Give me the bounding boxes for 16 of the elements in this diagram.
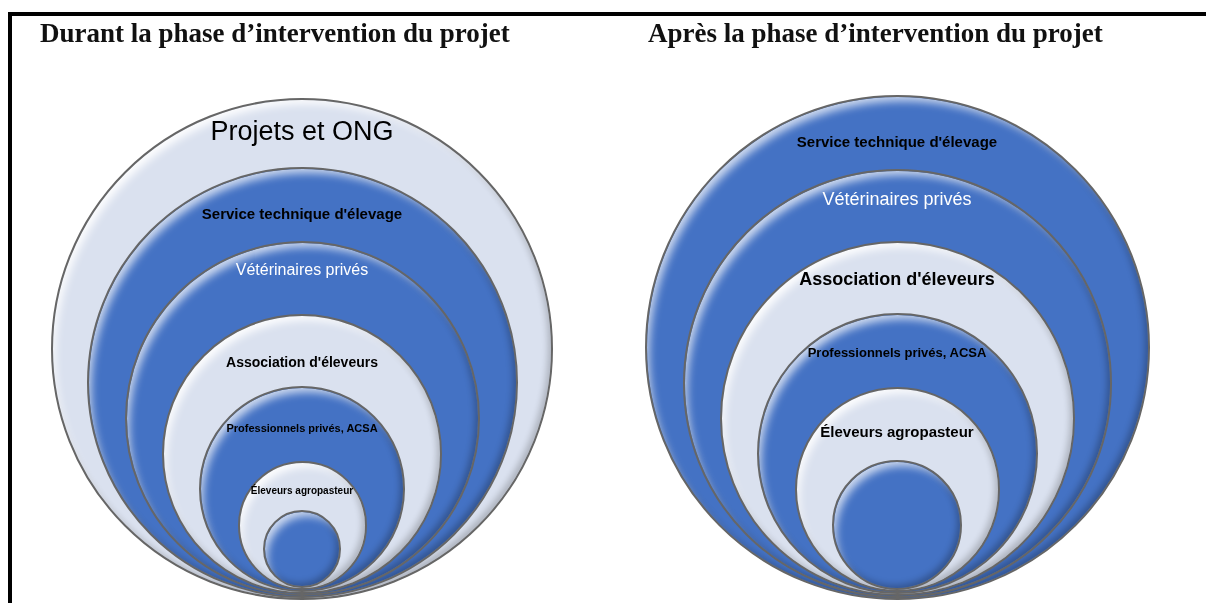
nested-circle: [832, 460, 962, 590]
panel-heading: Durant la phase d’intervention du projet: [40, 18, 510, 49]
circle-label: Vétérinaires privés: [821, 189, 973, 210]
circle-label: Projets et ONG: [209, 116, 395, 147]
circle-label: Éleveurs agropasteur: [819, 423, 975, 440]
circle-label: Professionnels privés, ACSA: [225, 422, 379, 434]
panel-heading: Après la phase d’intervention du projet: [648, 18, 1103, 49]
circle-label: Éleveurs agropasteur: [249, 485, 355, 496]
circle-label: Association d'éleveurs: [225, 354, 379, 370]
circle-label: Professionnels privés, ACSA: [806, 345, 988, 360]
circle-label: Service technique d'élevage: [200, 205, 404, 222]
circle-label: Service technique d'élevage: [795, 133, 999, 150]
circle-label: Association d'éleveurs: [798, 269, 996, 290]
circle-label: Vétérinaires privés: [234, 261, 370, 279]
nested-circle: [263, 510, 341, 588]
nested-circle: [237, 461, 367, 590]
